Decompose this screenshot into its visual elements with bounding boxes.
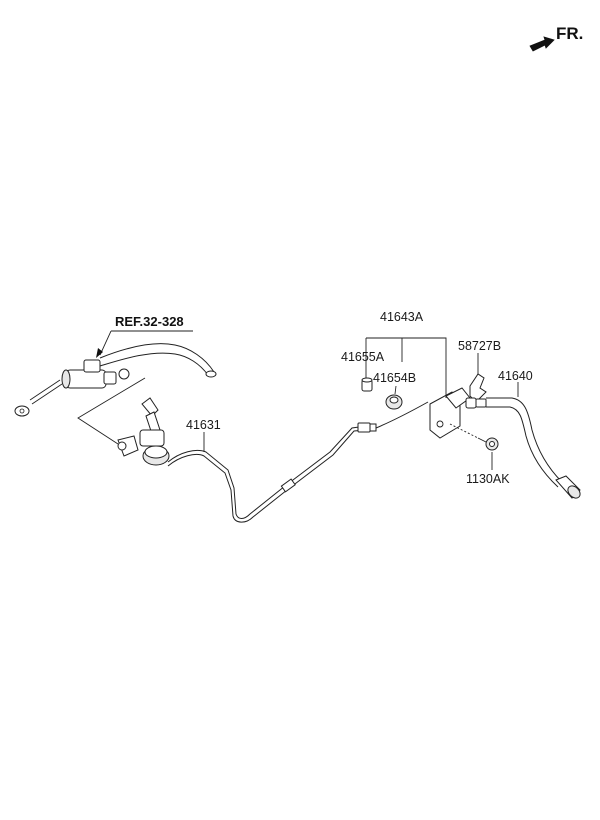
callout-1130ak: 1130AK [466, 472, 510, 486]
callout-41631: 41631 [186, 418, 221, 432]
callout-leaders [203, 337, 519, 470]
callout-labels: 41643A 41655A 41654B 58727B 41640 41631 … [186, 310, 533, 486]
hose-bracket [429, 387, 479, 439]
clip-58727b [469, 373, 487, 403]
callout-41640: 41640 [498, 369, 533, 383]
clutch-hose-41640 [465, 397, 581, 499]
bushing-41655a [361, 377, 373, 392]
clutch-pipe-41631 [167, 401, 429, 523]
callout-41654b: 41654B [373, 371, 416, 385]
reference-label: REF.32-328 [115, 314, 184, 329]
front-direction-indicator: FR. [529, 24, 583, 52]
reference-arrowhead [96, 348, 103, 358]
callout-58727b: 58727B [458, 339, 501, 353]
callout-41655a: 41655A [341, 350, 385, 364]
grommet-41654b [385, 394, 403, 410]
master-cylinder-assembly [14, 343, 217, 445]
release-connector-assembly [117, 397, 170, 466]
front-label: FR. [556, 24, 583, 43]
callout-41643a: 41643A [380, 310, 424, 324]
reference-leader [99, 330, 112, 356]
bolt-1130ak [477, 437, 499, 451]
reference-callout: REF.32-328 [96, 314, 193, 358]
front-arrow-icon [529, 36, 555, 52]
reservoir-hose [99, 343, 215, 373]
